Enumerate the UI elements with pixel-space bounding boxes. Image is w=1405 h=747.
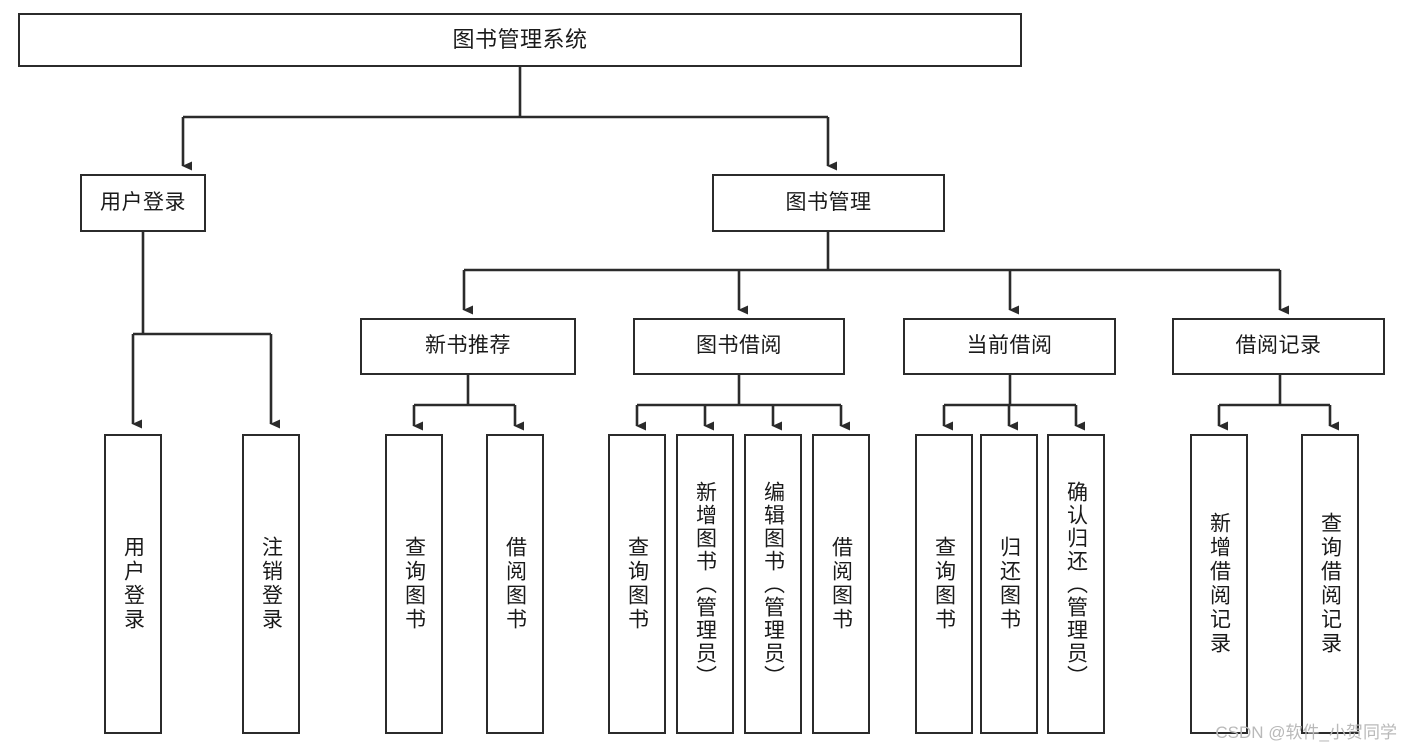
node-label: 新书推荐	[425, 334, 511, 358]
node-label: 查询图书	[625, 536, 649, 632]
node-current-borrow[interactable]: 当前借阅	[903, 318, 1116, 375]
node-label: 当前借阅	[966, 334, 1053, 358]
node-label: 确认归还（管理员）	[1064, 480, 1088, 688]
node-label: 用户登录	[121, 536, 145, 632]
leaf-logout[interactable]: 注销登录	[242, 434, 300, 734]
node-label: 借阅图书	[503, 536, 527, 632]
node-label: 图书管理系统	[452, 27, 588, 53]
leaf-record-query-record[interactable]: 查询借阅记录	[1301, 434, 1359, 734]
leaf-borrow-add-book-admin[interactable]: 新增图书（管理员）	[676, 434, 734, 734]
leaf-current-confirm-return-admin[interactable]: 确认归还（管理员）	[1047, 434, 1105, 734]
node-label: 借阅记录	[1235, 334, 1322, 358]
node-label: 新增借阅记录	[1207, 512, 1231, 656]
node-label: 注销登录	[259, 536, 283, 632]
node-new-book-recommend[interactable]: 新书推荐	[360, 318, 576, 375]
leaf-current-return-book[interactable]: 归还图书	[980, 434, 1038, 734]
node-label: 归还图书	[997, 536, 1021, 632]
node-label: 编辑图书（管理员）	[761, 480, 785, 688]
leaf-newbook-query-book[interactable]: 查询图书	[385, 434, 443, 734]
leaf-user-login[interactable]: 用户登录	[104, 434, 162, 734]
node-label: 新增图书（管理员）	[693, 480, 717, 688]
node-label: 查询图书	[932, 536, 956, 632]
node-book-borrow[interactable]: 图书借阅	[633, 318, 845, 375]
node-label: 借阅图书	[829, 536, 853, 632]
leaf-current-query-book[interactable]: 查询图书	[915, 434, 973, 734]
leaf-borrow-borrow-book[interactable]: 借阅图书	[812, 434, 870, 734]
node-label: 图书借阅	[696, 334, 782, 358]
node-label: 查询图书	[402, 536, 426, 632]
node-root-system[interactable]: 图书管理系统	[18, 13, 1022, 67]
leaf-record-add-record[interactable]: 新增借阅记录	[1190, 434, 1248, 734]
node-label: 用户登录	[100, 190, 186, 214]
node-book-management[interactable]: 图书管理	[712, 174, 945, 232]
leaf-newbook-borrow-book[interactable]: 借阅图书	[486, 434, 544, 734]
node-borrow-record[interactable]: 借阅记录	[1172, 318, 1385, 375]
leaf-borrow-query-book[interactable]: 查询图书	[608, 434, 666, 734]
leaf-borrow-edit-book-admin[interactable]: 编辑图书（管理员）	[744, 434, 802, 734]
node-label: 图书管理	[785, 190, 872, 214]
node-label: 查询借阅记录	[1318, 512, 1342, 656]
node-user-login[interactable]: 用户登录	[80, 174, 206, 232]
